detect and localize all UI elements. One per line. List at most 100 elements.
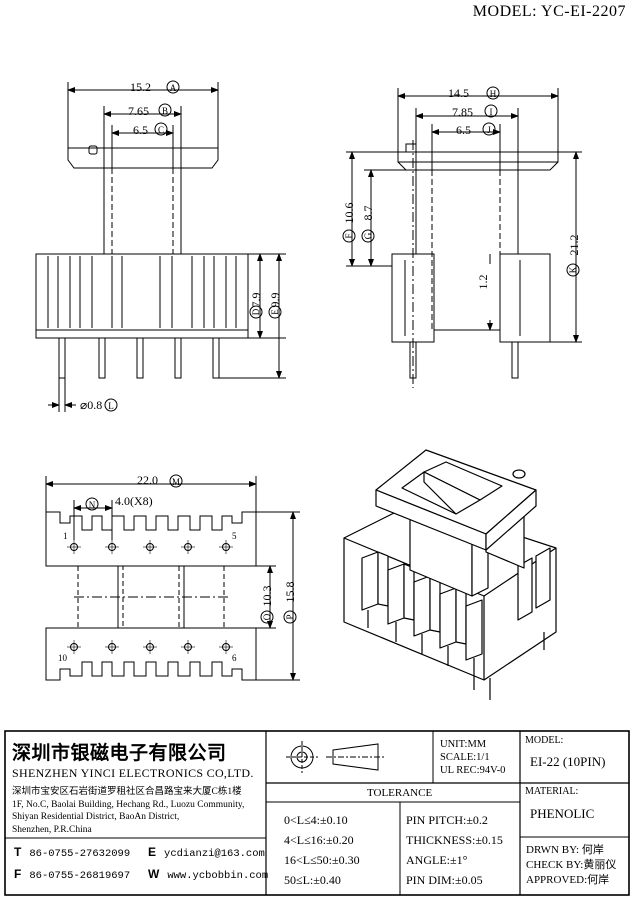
address-line: Shiyan Residential District, BaoAn Distr…: [12, 812, 180, 822]
scale-text: SCALE:1/1: [440, 752, 490, 763]
bottom-view: [45, 474, 300, 681]
tag-i: I: [490, 107, 493, 117]
dim-f-value: 10.6: [342, 203, 356, 224]
phone-value: 86-0755-27632099: [29, 848, 131, 860]
isometric-view: [343, 449, 557, 700]
tag-p: P: [285, 614, 295, 619]
bottom-top-strip: [45, 511, 257, 567]
address-line: 深圳市宝安区石岩街道罗租社区合昌路宝来大厦C栋1楼: [12, 787, 242, 797]
tag-d: D: [251, 308, 261, 315]
side-flange-boss: [405, 143, 417, 153]
dim-i-value: 7.85: [452, 105, 473, 119]
email-value: ycdianzi@163.com: [164, 848, 265, 860]
pin-label-1: 1: [63, 531, 68, 541]
side-view: [342, 86, 582, 388]
dim-o-value: 10.3: [260, 586, 274, 607]
tag-j: J: [487, 125, 491, 135]
bottom-bottom-strip: [45, 627, 257, 681]
tag-o: O: [262, 613, 272, 620]
dim-j-value: 6.5: [456, 123, 471, 137]
tolerance-item: THICKNESS:±0.15: [406, 833, 503, 847]
tolerance-item: 16<L≤50:±0.30: [284, 853, 360, 867]
front-base: [35, 253, 249, 339]
front-flange-boss: [88, 145, 98, 155]
phone-label: T: [14, 845, 22, 859]
tag-c: C: [158, 125, 164, 135]
dim-c-value: 6.5: [133, 123, 148, 137]
fax-line: F 86-0755-26819697: [14, 867, 130, 882]
web-value: www.ycbobbin.com: [167, 870, 269, 882]
tag-g: G: [363, 232, 373, 239]
side-top-flange: [397, 151, 559, 171]
model-value: EI-22 (10PIN): [530, 754, 606, 769]
tag-n: N: [89, 500, 96, 510]
model-title: MODEL: YC-EI-2207: [472, 3, 626, 20]
pin-label-5: 5: [232, 531, 237, 541]
company-name-cn: 深圳市银磁电子有限公司: [12, 742, 227, 764]
dim-b-value: 7.65: [128, 104, 149, 118]
phone-line: T 86-0755-27632099: [14, 845, 130, 860]
address-line: 1F, No.C, Baolai Building, Hechang Rd., …: [12, 799, 245, 810]
tolerance-title: TOLERANCE: [367, 787, 433, 799]
dim-e-value: 9.9: [268, 293, 282, 308]
tag-h: H: [490, 89, 497, 99]
dim-a-value: 15.2: [130, 80, 151, 94]
material-value: PHENOLIC: [530, 806, 595, 821]
company-address: 深圳市宝安区石岩街道罗租社区合昌路宝来大厦C栋1楼 1F, No.C, Baol…: [12, 786, 244, 836]
tag-f: F: [344, 233, 354, 238]
address-line: Shenzhen, P.R.China: [12, 824, 92, 835]
tolerance-item: 4<L≤16:±0.20: [284, 833, 354, 847]
drawing-specs: UNIT:MM SCALE:1/1 UL REC:94V-0: [440, 738, 505, 777]
side-pin-right: [511, 341, 519, 379]
front-base-ribs: [47, 256, 237, 328]
model-label: MODEL:: [525, 735, 564, 746]
bottom-view-labels: 22.0 M N 4.0(X8) 10.3 O 15.8 P 1 5 10 6: [58, 473, 297, 663]
dim-pin-len-value: 1.2: [476, 275, 490, 290]
front-view: [35, 80, 286, 412]
ul-rec-text: UL REC:94V-0: [440, 765, 506, 776]
tolerance-item: 0<L≤4:±0.10: [284, 813, 348, 827]
tolerance-left-list: 0<L≤4:±0.10 4<L≤16:±0.20 16<L≤50:±0.30 5…: [284, 810, 360, 890]
tag-m: M: [172, 477, 180, 487]
tag-l: L: [108, 401, 114, 411]
tag-k: K: [568, 266, 578, 273]
iso-pins: [367, 610, 545, 700]
dim-l-value: ⌀0.8: [80, 398, 102, 412]
fax-value: 86-0755-26819697: [29, 870, 131, 882]
title-block-frame: [4, 730, 630, 896]
tolerance-item: PIN PITCH:±0.2: [406, 813, 488, 827]
tolerance-right-list: PIN PITCH:±0.2 THICKNESS:±0.15 ANGLE:±1°…: [406, 810, 503, 890]
material-label: MATERIAL:: [525, 786, 579, 797]
tag-b: B: [162, 106, 168, 116]
email-label: E: [148, 845, 157, 859]
dim-k-value: 21.2: [567, 235, 581, 256]
dim-p-value: 15.8: [283, 582, 297, 603]
front-top-flange: [67, 147, 219, 169]
iso-pin-fins: [361, 551, 483, 661]
signatures: DRWN BY: 何岸 CHECK BY:黄丽仪 APPROVED:何岸: [526, 843, 616, 888]
pin-label-10: 10: [58, 653, 68, 663]
dim-d-value: 7.9: [249, 293, 263, 308]
iso-flange-boss: [512, 469, 526, 479]
front-pins: [58, 337, 220, 379]
tolerance-item: 50≤L:±0.40: [284, 873, 341, 887]
tolerance-item: PIN DIM:±0.05: [406, 873, 483, 887]
approved-by: APPROVED:何岸: [526, 874, 610, 886]
tag-e: E: [270, 309, 280, 315]
dim-h-value: 14.5: [448, 86, 469, 100]
dim-m-value: 22.0: [137, 473, 158, 487]
side-base-right: [499, 253, 551, 343]
front-view-labels: 15.2 A 7.65 B 6.5 C 7.9 D 9.9 E ⌀0.8 L: [80, 80, 282, 412]
tag-a: A: [170, 83, 177, 93]
drawn-by: DRWN BY: 何岸: [526, 844, 604, 856]
pin-label-6: 6: [232, 653, 237, 663]
side-view-labels: 14.5 H 7.85 I 6.5 J 10.6 F 8.7 G 1.2 21.…: [342, 86, 581, 290]
pitch-value: 4.0(X8): [115, 494, 153, 508]
check-by: CHECK BY:黄丽仪: [526, 859, 617, 871]
fax-label: F: [14, 867, 22, 881]
projection-symbol: [286, 741, 386, 773]
web-label: W: [148, 867, 160, 881]
